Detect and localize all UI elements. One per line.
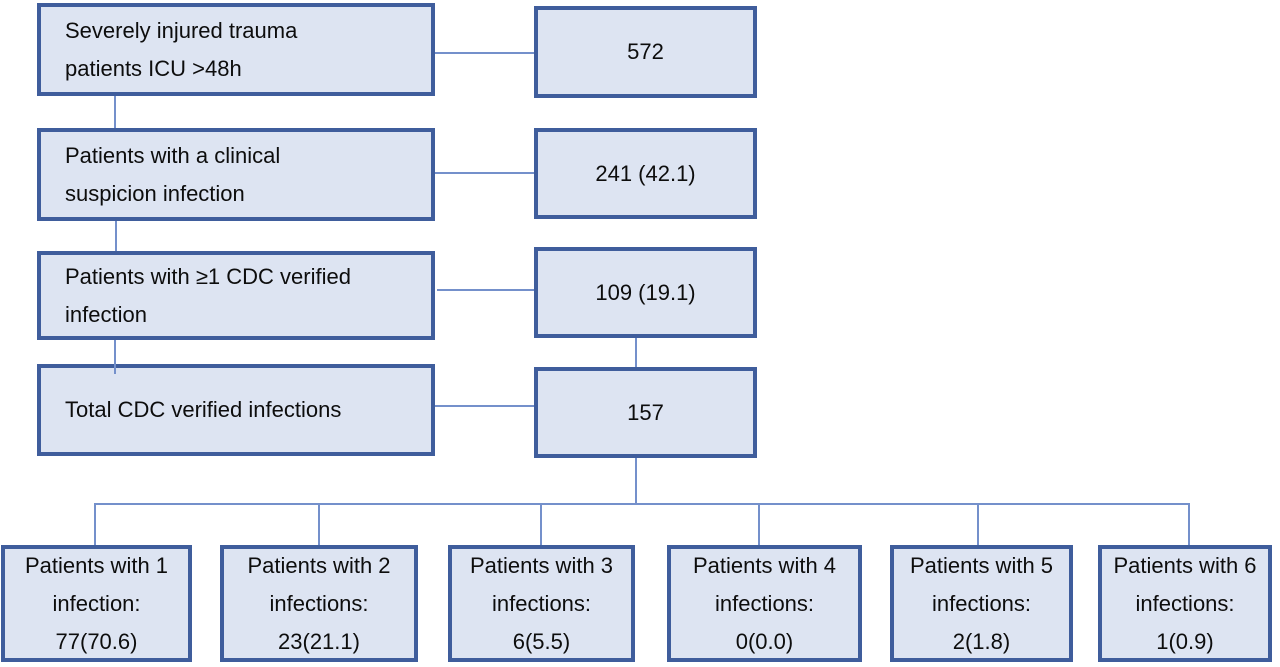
flow-box-label-line: Severely injured trauma <box>65 17 298 43</box>
flow-value: 572 <box>627 39 664 64</box>
leaf-line: 6(5.5) <box>512 628 571 654</box>
leaf-box-4-infections: Patients with 4 infections: 0(0.0) <box>667 545 862 662</box>
flow-box-label-line: Patients with ≥1 CDC verified <box>65 263 351 289</box>
leaf-line: infections: <box>931 590 1032 616</box>
leaf-box-5-infections: Patients with 5 infections: 2(1.8) <box>890 545 1073 662</box>
branch-drop-4 <box>758 503 760 545</box>
leaf-line: Patients with 4 <box>692 552 837 578</box>
flow-value-box-241: 241 (42.1) <box>534 128 757 219</box>
leaf-line: infections: <box>1135 590 1235 616</box>
flow-box-total-cdc-infections: Total CDC verified infections <box>37 364 435 456</box>
leaf-line: 77(70.6) <box>55 628 138 654</box>
branch-drop-5 <box>977 503 979 545</box>
branch-drop-1 <box>94 503 96 545</box>
leaf-line: 0(0.0) <box>735 628 794 654</box>
leaf-line: 1(0.9) <box>1156 628 1214 654</box>
leaf-line: Patients with 3 <box>469 552 614 578</box>
branch-drop-3 <box>540 503 542 545</box>
connector-row2-row3 <box>115 221 117 251</box>
connector-row4-value <box>435 405 534 407</box>
flow-value: 157 <box>627 399 664 425</box>
leaf-line: Patients with 5 <box>909 552 1054 578</box>
leaf-line: infections: <box>269 590 369 616</box>
connector-157-branch <box>635 458 637 503</box>
leaf-line: Patients with 2 <box>247 552 391 578</box>
flow-box-label-line: suspicion infection <box>65 180 245 206</box>
flow-value-box-157: 157 <box>534 367 757 458</box>
leaf-box-1-infection: Patients with 1 infection: 77(70.6) <box>1 545 192 662</box>
branch-horizontal-line <box>94 503 1190 505</box>
flow-box-label-line: patients ICU >48h <box>65 55 242 81</box>
flow-box-label-line: Total CDC verified infections <box>65 397 342 422</box>
leaf-line: Patients with 6 <box>1113 552 1257 578</box>
flow-box-label-line: Patients with a clinical <box>65 142 281 168</box>
leaf-box-2-infections: Patients with 2 infections: 23(21.1) <box>220 545 418 662</box>
connector-109-157 <box>635 338 637 367</box>
connector-row3-value <box>437 289 534 291</box>
leaf-box-3-infections: Patients with 3 infections: 6(5.5) <box>448 545 635 662</box>
flow-value-box-109: 109 (19.1) <box>534 247 757 338</box>
flow-value: 109 (19.1) <box>595 279 696 305</box>
flow-value: 241 (42.1) <box>595 160 696 186</box>
connector-row2-value <box>435 172 534 174</box>
flow-box-label-line: infection <box>65 301 147 327</box>
leaf-line: 23(21.1) <box>278 628 360 654</box>
connector-row1-row2 <box>114 96 116 128</box>
leaf-box-6-infections: Patients with 6 infections: 1(0.9) <box>1098 545 1272 662</box>
leaf-line: Patients with 1 <box>24 552 169 578</box>
branch-drop-2 <box>318 503 320 545</box>
flow-box-clinical-suspicion: Patients with a clinical suspicion infec… <box>37 128 435 221</box>
branch-drop-6 <box>1188 503 1190 545</box>
flow-box-cdc-verified-patients: Patients with ≥1 CDC verified infection <box>37 251 435 340</box>
leaf-line: infections: <box>714 590 815 616</box>
leaf-line: infections: <box>491 590 592 616</box>
connector-row3-row4 <box>114 340 116 374</box>
flow-value-box-572: 572 <box>534 6 757 98</box>
leaf-line: infection: <box>52 590 141 616</box>
connector-row1-value <box>435 52 534 54</box>
flow-box-severely-injured: Severely injured trauma patients ICU >48… <box>37 3 435 96</box>
leaf-line: 2(1.8) <box>952 628 1011 654</box>
